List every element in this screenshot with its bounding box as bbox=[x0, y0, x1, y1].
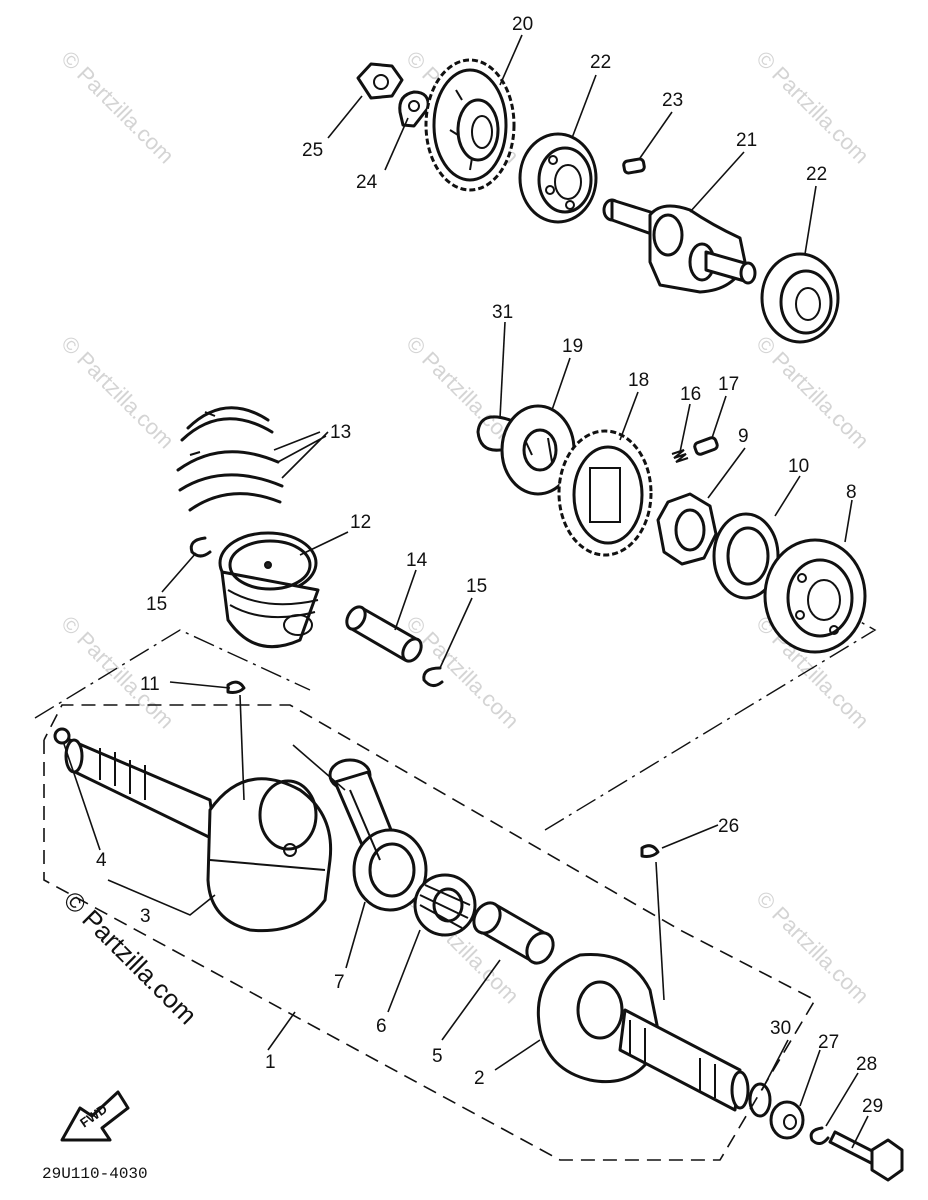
balancer-shaft-21 bbox=[602, 198, 757, 294]
callout-30: 30 bbox=[770, 1018, 791, 1039]
callout-22b: 22 bbox=[806, 164, 827, 185]
balancer-assembly-outline bbox=[34, 594, 877, 831]
washer-10 bbox=[712, 512, 780, 600]
watermark-text: © Partzilla.com bbox=[751, 331, 874, 454]
lock-washer-24 bbox=[398, 90, 430, 128]
callout-16: 16 bbox=[680, 384, 701, 405]
bearing-22a bbox=[518, 132, 598, 224]
spring-16 bbox=[671, 449, 689, 463]
callout-15b: 15 bbox=[466, 576, 487, 597]
callout-13: 13 bbox=[330, 422, 351, 443]
bolt-29 bbox=[828, 1130, 904, 1182]
key-4 bbox=[53, 727, 71, 745]
key-11 bbox=[226, 680, 246, 694]
bearing-22b bbox=[760, 252, 840, 344]
watermark-text: © Partzilla.com bbox=[56, 331, 179, 454]
fwd-arrow: FWD bbox=[60, 1090, 130, 1142]
callout-29: 29 bbox=[862, 1096, 883, 1117]
callout-18: 18 bbox=[628, 370, 649, 391]
circlip-31 bbox=[476, 415, 512, 452]
drive-gear-20 bbox=[424, 58, 516, 192]
callout-22a: 22 bbox=[590, 52, 611, 73]
piston-rings-13 bbox=[176, 406, 284, 512]
callout-28: 28 bbox=[856, 1054, 877, 1075]
key-23 bbox=[622, 157, 646, 175]
callout-labels: 20 22 23 21 22 25 24 31 19 18 16 17 9 10… bbox=[96, 14, 883, 1117]
drawing-code: 29U110-4030 bbox=[42, 1165, 148, 1183]
watermark-text: © Partzilla.com bbox=[56, 46, 179, 169]
nut-25 bbox=[356, 62, 404, 100]
callout-15a: 15 bbox=[146, 594, 167, 615]
crankshaft-assembly-outline bbox=[43, 704, 817, 1161]
callout-31: 31 bbox=[492, 302, 513, 323]
callout-26: 26 bbox=[718, 816, 739, 837]
callout-3: 3 bbox=[140, 906, 151, 927]
gear-18 bbox=[557, 429, 653, 557]
callout-25: 25 bbox=[302, 140, 323, 161]
nut-9 bbox=[656, 492, 718, 566]
washer-28 bbox=[809, 1126, 830, 1145]
callout-27: 27 bbox=[818, 1032, 839, 1053]
watermark-text: © Partzilla.com bbox=[751, 886, 874, 1009]
callout-17: 17 bbox=[718, 374, 739, 395]
bearing-8 bbox=[763, 538, 867, 654]
piston-12 bbox=[218, 531, 320, 649]
callout-11: 11 bbox=[140, 674, 160, 695]
callout-7: 7 bbox=[334, 972, 345, 993]
partzilla-watermark: © Partzilla.com bbox=[58, 885, 203, 1030]
callout-1: 1 bbox=[265, 1052, 276, 1073]
callout-23: 23 bbox=[662, 90, 683, 111]
piston-pin-14 bbox=[345, 605, 423, 663]
watermark-text: © Partzilla.com bbox=[401, 611, 524, 734]
callout-12: 12 bbox=[350, 512, 371, 533]
key-26 bbox=[640, 844, 660, 858]
connecting-rod-7 bbox=[328, 758, 428, 912]
callout-19: 19 bbox=[562, 336, 583, 357]
watermark-text: © Partzilla.com bbox=[56, 611, 179, 734]
callout-4: 4 bbox=[96, 850, 107, 871]
callout-21: 21 bbox=[736, 130, 757, 151]
callout-20: 20 bbox=[512, 14, 533, 35]
callout-2: 2 bbox=[474, 1068, 485, 1089]
callout-5: 5 bbox=[432, 1046, 443, 1067]
leader-lines bbox=[63, 34, 869, 1149]
watermark-text: © Partzilla.com bbox=[751, 46, 874, 169]
needle-bearing-6 bbox=[413, 873, 477, 937]
callout-9: 9 bbox=[738, 426, 749, 447]
callout-14: 14 bbox=[406, 550, 428, 571]
callout-8: 8 bbox=[846, 482, 857, 503]
circlip-15b bbox=[422, 666, 444, 687]
circlip-15a bbox=[189, 536, 212, 558]
callout-6: 6 bbox=[376, 1016, 387, 1037]
crank-left-3 bbox=[64, 738, 333, 933]
pin-17 bbox=[693, 436, 719, 456]
callout-24: 24 bbox=[356, 172, 378, 193]
crank-right-2 bbox=[536, 952, 750, 1112]
o-ring-30 bbox=[748, 1082, 772, 1118]
spacer-27 bbox=[769, 1100, 805, 1140]
crank-pin-5 bbox=[472, 901, 555, 965]
callout-10: 10 bbox=[788, 456, 809, 477]
